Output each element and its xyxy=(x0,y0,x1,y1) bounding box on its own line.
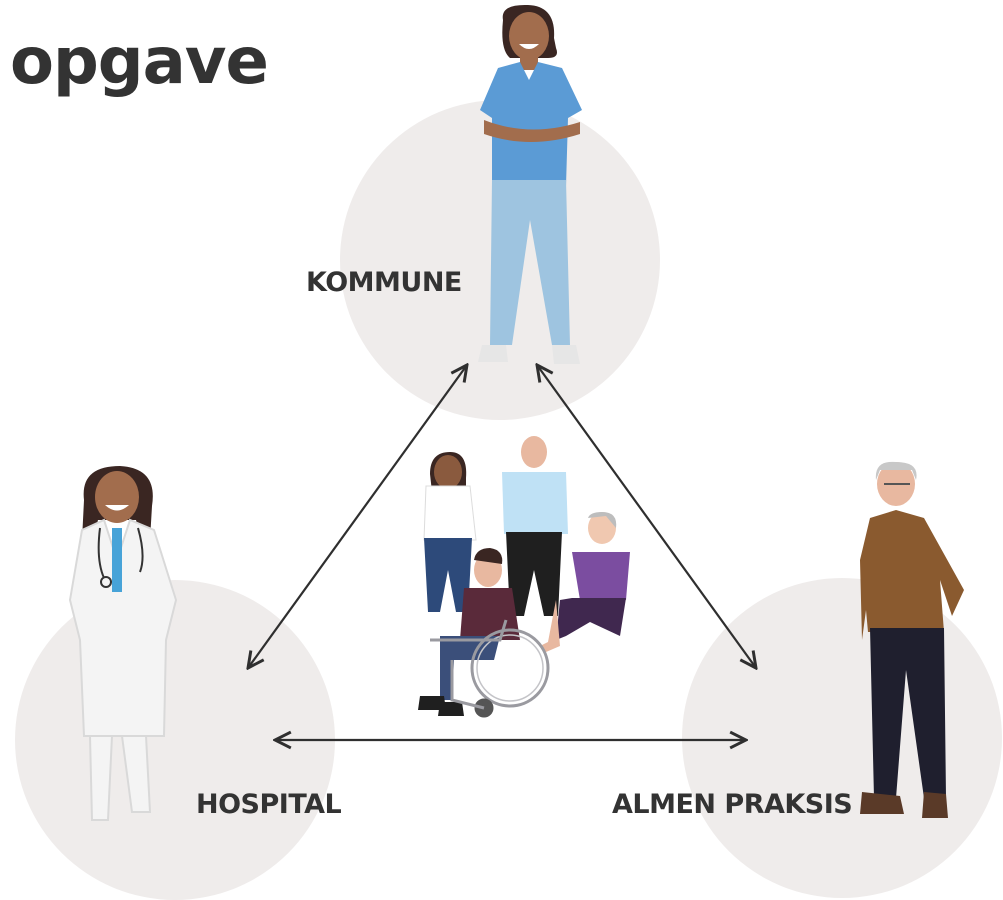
kommune-label: KOMMUNE xyxy=(306,267,462,298)
patients-group-icon xyxy=(418,436,630,716)
page-title: opgave xyxy=(10,25,269,99)
arrow-kommune-hospital xyxy=(248,365,467,668)
hospital-label: HOSPITAL xyxy=(196,789,342,820)
arrow-kommune-almen-praksis xyxy=(537,365,756,668)
doctor-icon xyxy=(68,466,178,821)
general-practitioner-icon xyxy=(860,461,964,818)
wheelchair-icon xyxy=(430,619,550,718)
nurse-icon xyxy=(478,4,582,364)
almen-praksis-label: ALMEN PRAKSIS xyxy=(612,789,853,820)
